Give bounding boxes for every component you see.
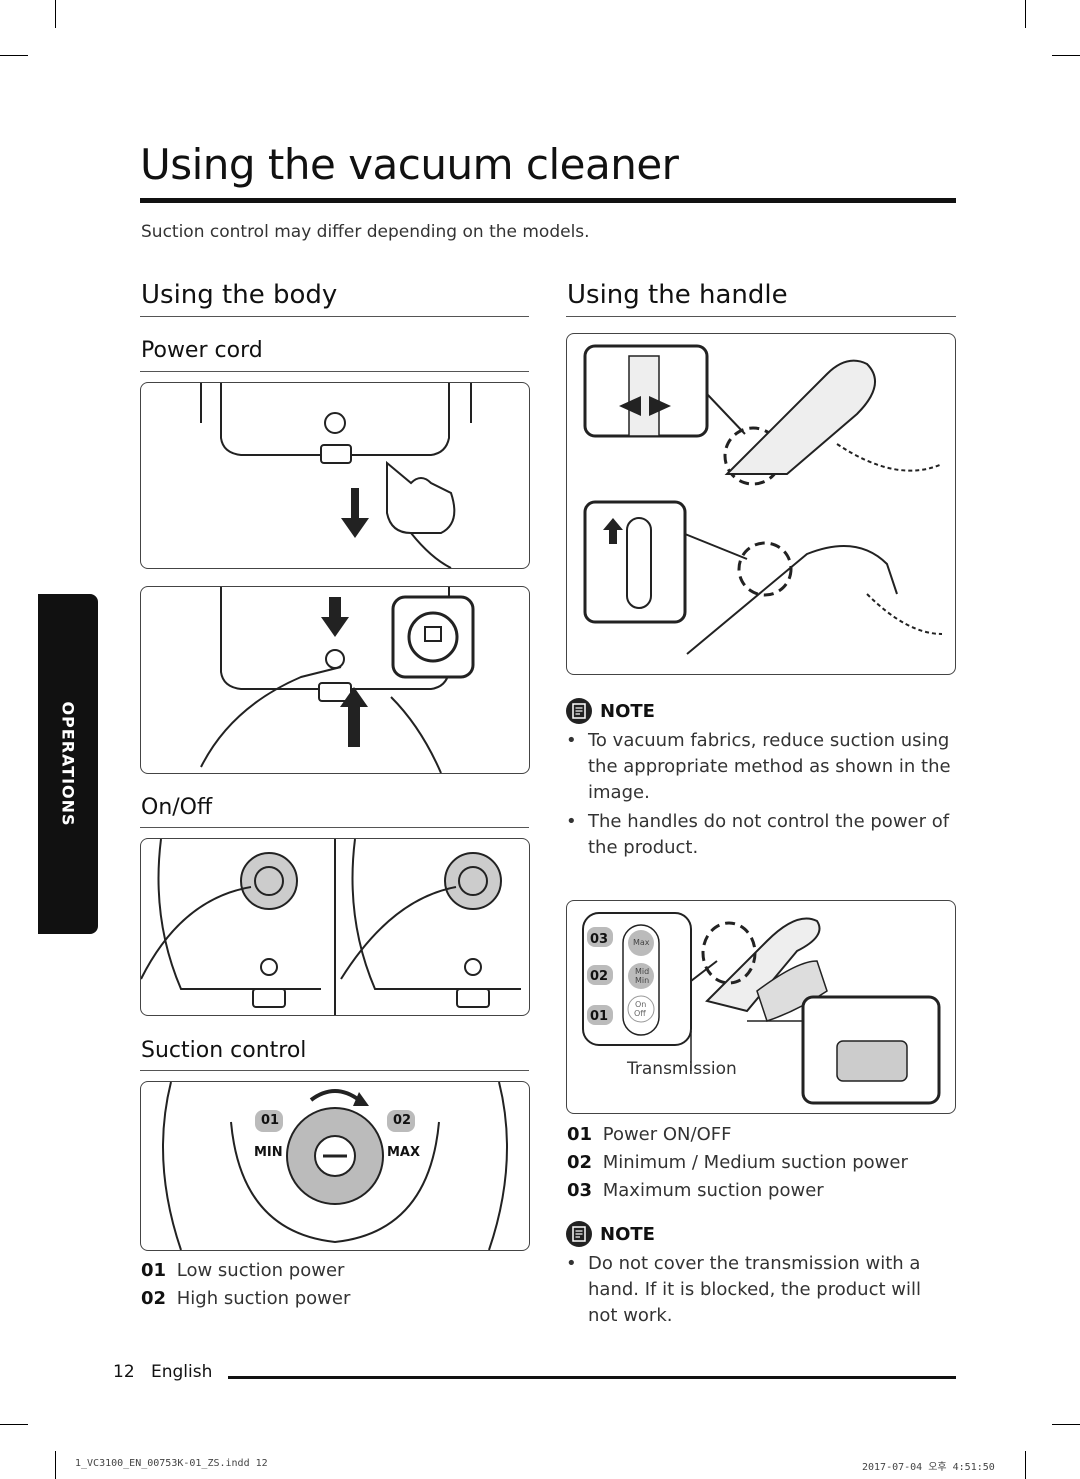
using-handle-heading: Using the handle xyxy=(567,280,788,310)
crop-mark xyxy=(1025,1451,1026,1479)
power-cord-illustration-2 xyxy=(140,586,530,774)
button-label-02: 02 xyxy=(590,969,609,984)
title-rule xyxy=(140,198,956,203)
on-off-illustration xyxy=(140,838,530,1016)
note-list-1: To vacuum fabrics, reduce suction using … xyxy=(566,728,956,864)
button-label-01: 01 xyxy=(590,1009,609,1024)
print-slug-left: 1_VC3100_EN_00753K-01_ZS.indd 12 xyxy=(75,1458,268,1469)
note-label: NOTE xyxy=(600,1223,655,1245)
btn-min-label: Min xyxy=(635,976,650,985)
heading-rule xyxy=(140,1070,529,1071)
suction-list: 01 Low suction power 02 High suction pow… xyxy=(141,1257,350,1313)
transmission-label: Transmission xyxy=(627,1059,737,1079)
btn-max-label: Max xyxy=(633,938,650,947)
heading-rule xyxy=(140,827,529,828)
transmission-illustration: 03 02 01 Max Mid Min On Off Transmission xyxy=(566,900,956,1114)
note-heading-1: NOTE xyxy=(566,698,655,724)
page-title: Using the vacuum cleaner xyxy=(140,140,679,189)
note-list-2: Do not cover the transmission with a han… xyxy=(566,1251,956,1332)
power-cord-unplug-image xyxy=(200,383,472,568)
heading-rule xyxy=(140,316,529,317)
crop-mark xyxy=(1025,0,1026,28)
list-item: 01 Power ON/OFF xyxy=(567,1124,732,1145)
suction-label-02: 02 xyxy=(393,1113,412,1128)
note-icon xyxy=(566,698,592,724)
suction-label-min: MIN xyxy=(254,1145,283,1160)
footer-language: English xyxy=(151,1362,213,1382)
on-off-heading: On/Off xyxy=(141,795,213,820)
note-bullet: To vacuum fabrics, reduce suction using … xyxy=(566,728,956,806)
suction-control-heading: Suction control xyxy=(141,1038,307,1063)
note-bullet: The handles do not control the power of … xyxy=(566,809,956,861)
section-side-tab: OPERATIONS xyxy=(38,594,98,934)
heading-rule xyxy=(140,371,529,372)
power-cord-heading: Power cord xyxy=(141,338,263,363)
btn-off-label: Off xyxy=(634,1009,646,1018)
btn-on-label: On xyxy=(635,1000,647,1009)
note-label: NOTE xyxy=(600,700,655,722)
note-heading-2: NOTE xyxy=(566,1221,655,1247)
heading-rule xyxy=(566,316,956,317)
crop-mark xyxy=(55,0,56,28)
list-item: 01 Low suction power xyxy=(141,1260,345,1281)
using-body-heading: Using the body xyxy=(141,280,338,310)
print-slug-right: 2017-07-04 오후 4:51:50 xyxy=(862,1462,995,1473)
list-item: 02 High suction power xyxy=(141,1288,351,1309)
handle-buttons-list: 01 Power ON/OFF 02 Minimum / Medium suct… xyxy=(567,1121,908,1205)
footer-rule xyxy=(228,1376,956,1379)
power-button-press-image xyxy=(141,839,521,1015)
list-item: 02 Minimum / Medium suction power xyxy=(567,1152,908,1173)
page-number: 12 xyxy=(113,1362,135,1382)
crop-mark xyxy=(1052,1424,1080,1425)
button-label-03: 03 xyxy=(590,932,609,947)
power-cord-illustration-1 xyxy=(140,382,530,569)
list-item: 03 Maximum suction power xyxy=(567,1180,824,1201)
side-tab-label: OPERATIONS xyxy=(58,701,78,827)
suction-label-01: 01 xyxy=(261,1113,280,1128)
note-bullet: Do not cover the transmission with a han… xyxy=(566,1251,956,1329)
crop-mark xyxy=(1052,55,1080,56)
crop-mark xyxy=(0,55,28,56)
btn-mid-label: Mid xyxy=(635,967,650,976)
handle-illustration xyxy=(566,333,956,675)
handle-adjust-image xyxy=(583,344,943,655)
handle-buttons-image xyxy=(582,912,941,1105)
power-cord-rewind-image xyxy=(200,587,475,773)
note-icon xyxy=(566,1221,592,1247)
crop-mark xyxy=(55,1451,56,1479)
suction-label-max: MAX xyxy=(387,1145,421,1160)
suction-dial-image xyxy=(162,1082,508,1250)
suction-control-illustration: 01 02 MIN MAX xyxy=(140,1081,530,1251)
crop-mark xyxy=(0,1424,28,1425)
intro-text: Suction control may differ depending on … xyxy=(141,222,590,242)
